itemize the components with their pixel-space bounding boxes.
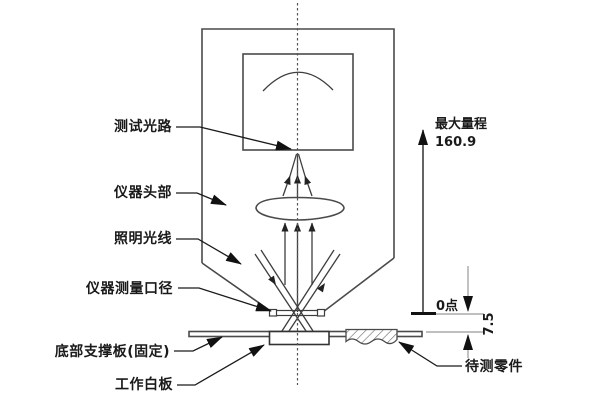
value-offset-7-5: 7.5 [482, 312, 497, 335]
leader-illumination-light [176, 238, 242, 265]
label-test-light-path: 测试光路 [114, 118, 172, 135]
leader-instrument-head [176, 192, 227, 206]
value-max-range: 160.9 [435, 135, 476, 150]
leader-test-light-path [176, 126, 292, 151]
label-instrument-head: 仪器头部 [113, 184, 172, 201]
label-bottom-support-plate: 底部支撑板(固定) [55, 343, 170, 360]
aperture-end-block-right [316, 308, 326, 317]
aperture-end-block-left [268, 308, 278, 317]
detector-arc [262, 71, 334, 92]
white-board [268, 330, 330, 346]
label-max-range: 最大量程 [435, 116, 487, 132]
lens [255, 196, 345, 221]
leader-bottom-support-plate [174, 336, 223, 352]
vertical-beams [281, 222, 316, 312]
label-measuring-aperture: 仪器测量口径 [85, 280, 173, 297]
label-part-under-test: 待测零件 [465, 358, 523, 375]
beam-arrowhead-down [268, 275, 276, 285]
leader-part-under-test [398, 341, 462, 367]
offset-dimension [426, 266, 484, 358]
leader-measuring-aperture [178, 287, 272, 312]
label-working-white-board: 工作白板 [115, 376, 173, 393]
leader-working-white-board [177, 344, 265, 386]
label-zero-point: 0点 [436, 298, 458, 314]
label-illumination-light: 照明光线 [114, 230, 172, 247]
max-range-dimension [411, 129, 436, 315]
part-under-test-hatch [345, 328, 398, 345]
beam-arrowhead-up [317, 283, 325, 293]
